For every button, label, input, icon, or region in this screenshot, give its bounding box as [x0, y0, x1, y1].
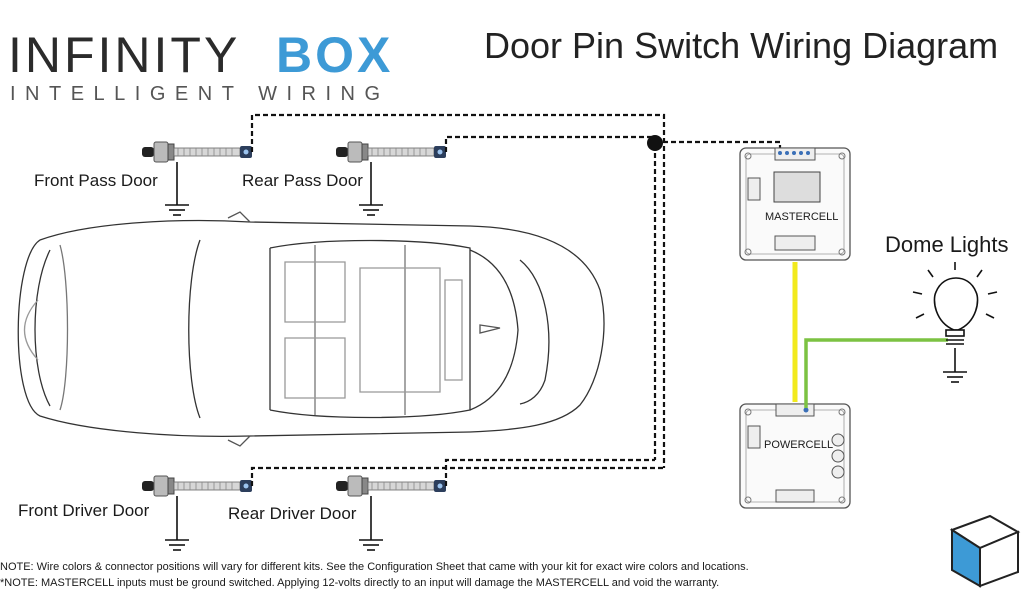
front-pass-door-label: Front Pass Door — [34, 171, 158, 190]
brand-name-box: BOX — [276, 27, 394, 83]
junction-node — [647, 135, 663, 151]
dome-lights-label: Dome Lights — [885, 232, 1009, 257]
green-wire — [804, 338, 948, 408]
brand-name-infinity: INFINITY — [8, 27, 241, 83]
rear-driver-door-label: Rear Driver Door — [228, 504, 357, 523]
note-wire-colors: NOTE: Wire colors & connector positions … — [0, 561, 749, 573]
cube-logo-icon — [949, 514, 1021, 588]
front-driver-door-label: Front Driver Door — [18, 501, 150, 520]
powercell-label: POWERCELL — [764, 439, 834, 451]
mastercell-module-icon — [739, 147, 851, 261]
rear-pass-door-label: Rear Pass Door — [242, 171, 363, 190]
rear-pass-door-switch-icon — [335, 141, 447, 216]
note-mastercell-inputs: *NOTE: MASTERCELL inputs must be ground … — [0, 577, 720, 589]
front-pass-door-switch-icon — [141, 141, 253, 216]
brand-tagline: INTELLIGENT WIRING — [10, 83, 390, 105]
mastercell-label: MASTERCELL — [765, 211, 839, 223]
diagram-title: Door Pin Switch Wiring Diagram — [484, 25, 999, 66]
rear-driver-door-switch-icon — [335, 475, 447, 551]
light-bulb-icon — [912, 262, 998, 372]
powercell-module-icon — [739, 403, 851, 509]
car-icon — [17, 211, 605, 447]
front-driver-door-switch-icon — [141, 475, 253, 551]
